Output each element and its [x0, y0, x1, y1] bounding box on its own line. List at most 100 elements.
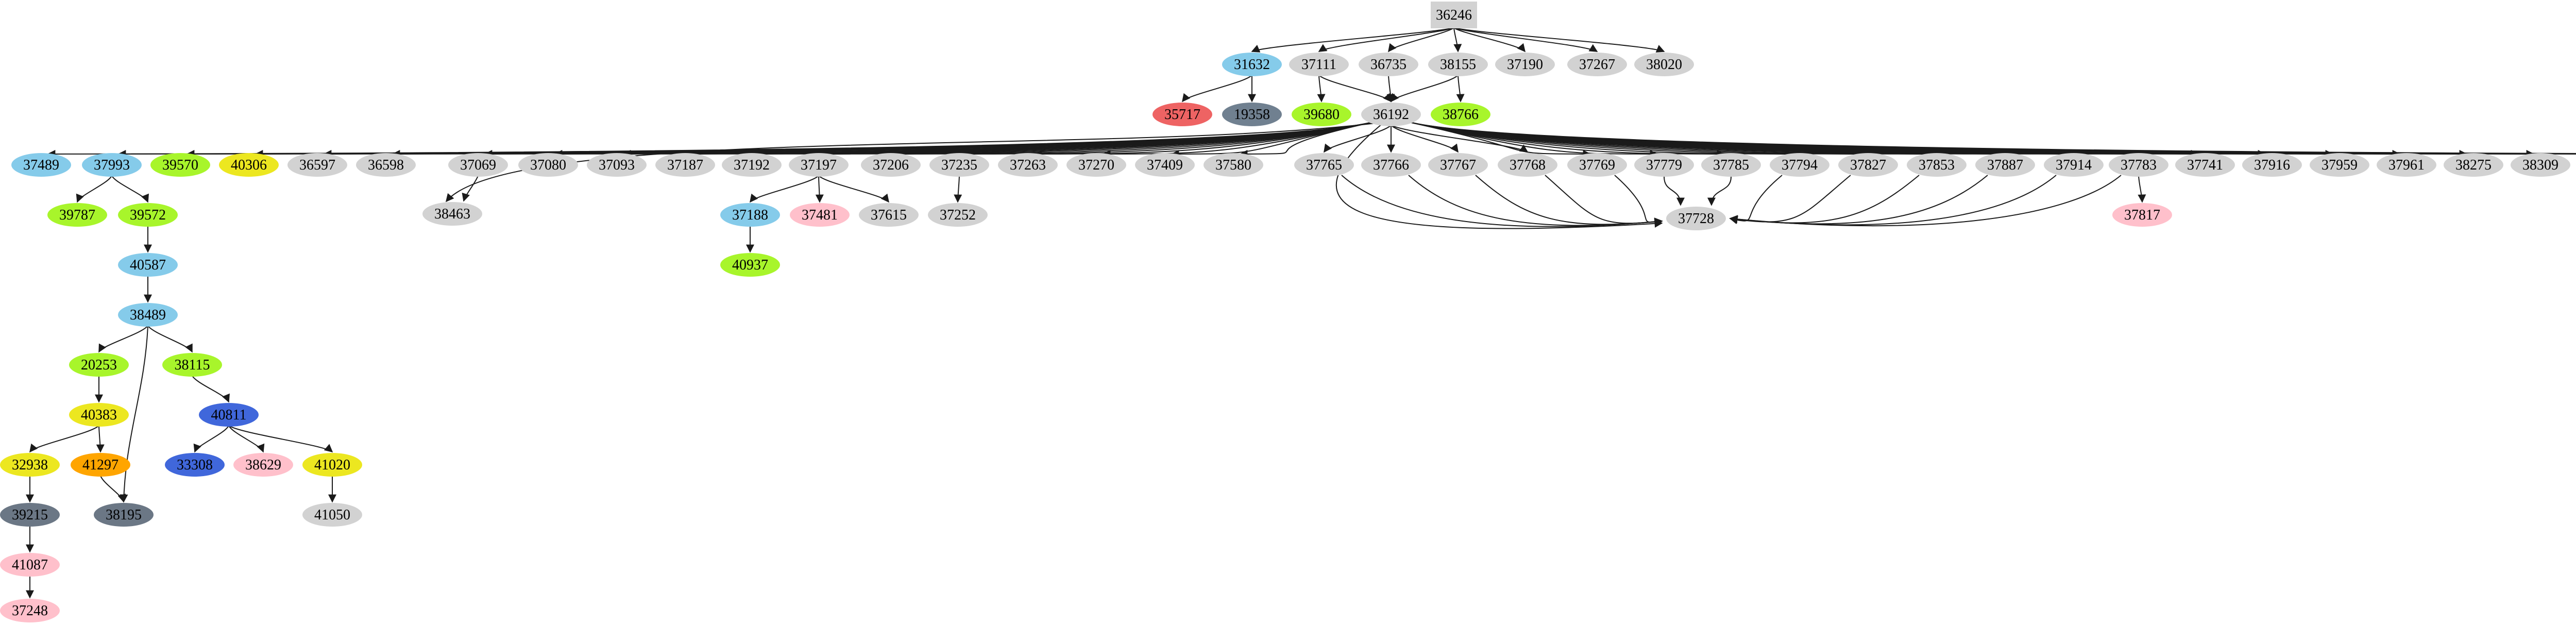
graph-edge-36192-40061: [1411, 122, 2576, 155]
graph-node-37794: 37794: [1770, 153, 1829, 177]
graph-node-37270: 37270: [1066, 153, 1126, 177]
graph-edge-37069-38463: [462, 175, 479, 202]
node-ellipse: [1567, 153, 1627, 177]
node-ellipse: [0, 453, 60, 477]
node-label: 37794: [1782, 157, 1818, 173]
graph-edge-36246-36735: [1388, 27, 1454, 53]
graph-node-38463: 38463: [422, 202, 482, 226]
node-label: 38020: [1646, 57, 1682, 73]
node-ellipse: [1428, 53, 1488, 76]
graph-node-37766: 37766: [1361, 153, 1421, 177]
graph-edge-38489-20253: [98, 325, 148, 353]
node-ellipse: [2444, 153, 2503, 177]
node-ellipse: [1907, 153, 1967, 177]
graph-node-39570: 39570: [150, 153, 210, 177]
node-ellipse: [1567, 53, 1627, 76]
node-label: 37580: [1215, 157, 1251, 173]
graph-node-40587: 40587: [118, 253, 178, 277]
node-label: 37267: [1579, 57, 1615, 73]
graph-node-37783: 37783: [2109, 153, 2168, 177]
node-label: 41020: [314, 457, 350, 473]
node-ellipse: [1495, 53, 1555, 76]
node-ellipse: [1361, 153, 1421, 177]
node-label: 31632: [1234, 57, 1270, 73]
node-label: 40383: [81, 407, 117, 423]
node-label: 40937: [732, 257, 768, 273]
node-ellipse: [1066, 153, 1126, 177]
graph-edge-36246-38155: [1453, 27, 1462, 53]
node-ellipse: [118, 203, 178, 227]
graph-node-37489: 37489: [11, 153, 71, 177]
graph-edge-36192-37768: [1391, 125, 1529, 153]
node-label: 37615: [871, 207, 907, 223]
node-ellipse: [720, 203, 780, 227]
node-label: 37779: [1646, 157, 1682, 173]
node-ellipse: [655, 153, 715, 177]
graph-node-40383: 40383: [69, 403, 129, 427]
node-label: 37817: [2124, 207, 2160, 223]
graph-node-38766: 38766: [1431, 103, 1490, 126]
node-box: [1431, 2, 1477, 28]
graph-node-37993: 37993: [82, 153, 142, 177]
graph-edge-36192-37765: [1324, 125, 1392, 153]
node-label: 39572: [130, 207, 166, 223]
graph-node-20253: 20253: [69, 353, 129, 377]
graph-node-36735: 36735: [1359, 53, 1418, 76]
graph-edge-38489-38115: [147, 325, 193, 353]
node-label: 37190: [1507, 57, 1543, 73]
node-ellipse: [2377, 153, 2436, 177]
node-label: 38309: [2522, 157, 2558, 173]
node-ellipse: [118, 253, 178, 277]
node-ellipse: [1289, 53, 1349, 76]
graph-node-37248: 37248: [0, 599, 60, 622]
node-label: 37489: [23, 157, 59, 173]
graph-node-37769: 37769: [1567, 153, 1627, 177]
graph-node-39572: 39572: [118, 203, 178, 227]
graph-edge-36192-37580: [1239, 122, 1371, 158]
node-label: 36246: [1436, 7, 1472, 23]
node-ellipse: [69, 353, 129, 377]
node-ellipse: [2511, 153, 2570, 177]
node-ellipse: [722, 153, 782, 177]
node-label: 37187: [667, 157, 703, 173]
graph-node-37190: 37190: [1495, 53, 1555, 76]
graph-node-38309: 38309: [2511, 153, 2570, 177]
node-ellipse: [1204, 153, 1263, 177]
graph-node-41020: 41020: [302, 453, 362, 477]
graph-edge-37769-37728: [1614, 175, 1663, 226]
node-ellipse: [1222, 53, 1282, 76]
node-label: 37069: [460, 157, 496, 173]
node-label: 37252: [940, 207, 976, 223]
node-ellipse: [2044, 153, 2104, 177]
graph-edge-37197-37615: [818, 175, 889, 203]
graph-edge-37827-37728: [1729, 175, 1851, 224]
node-label: 37409: [1147, 157, 1183, 173]
graph-node-37197: 37197: [789, 153, 849, 177]
graph-node-37767: 37767: [1428, 153, 1488, 177]
node-ellipse: [859, 203, 919, 227]
graph-node-37961: 37961: [2377, 153, 2436, 177]
node-label: 37192: [734, 157, 770, 173]
graph-edge-38155-36192: [1391, 75, 1459, 103]
graph-node-37111: 37111: [1289, 53, 1349, 76]
graph-node-37779: 37779: [1634, 153, 1694, 177]
graph-edge-37111-36192: [1318, 75, 1392, 103]
node-label: 37993: [94, 157, 130, 173]
node-ellipse: [861, 153, 921, 177]
node-ellipse: [356, 153, 416, 177]
graph-node-41050: 41050: [302, 503, 362, 527]
graph-node-41087: 41087: [0, 553, 60, 577]
node-ellipse: [302, 453, 362, 477]
node-ellipse: [1428, 153, 1488, 177]
node-label: 37959: [2321, 157, 2358, 173]
node-label: 37248: [12, 603, 48, 619]
graph-edge-36192-37779: [1411, 122, 1658, 158]
node-label: 37197: [801, 157, 837, 173]
graph-node-38629: 38629: [233, 453, 293, 477]
graph-node-39680: 39680: [1292, 103, 1351, 126]
graph-node-38275: 38275: [2444, 153, 2503, 177]
node-ellipse: [0, 503, 60, 527]
graph-node-38155: 38155: [1428, 53, 1488, 76]
graph-node-35717: 35717: [1153, 103, 1212, 126]
graph-edge-40811-41020: [228, 425, 333, 453]
